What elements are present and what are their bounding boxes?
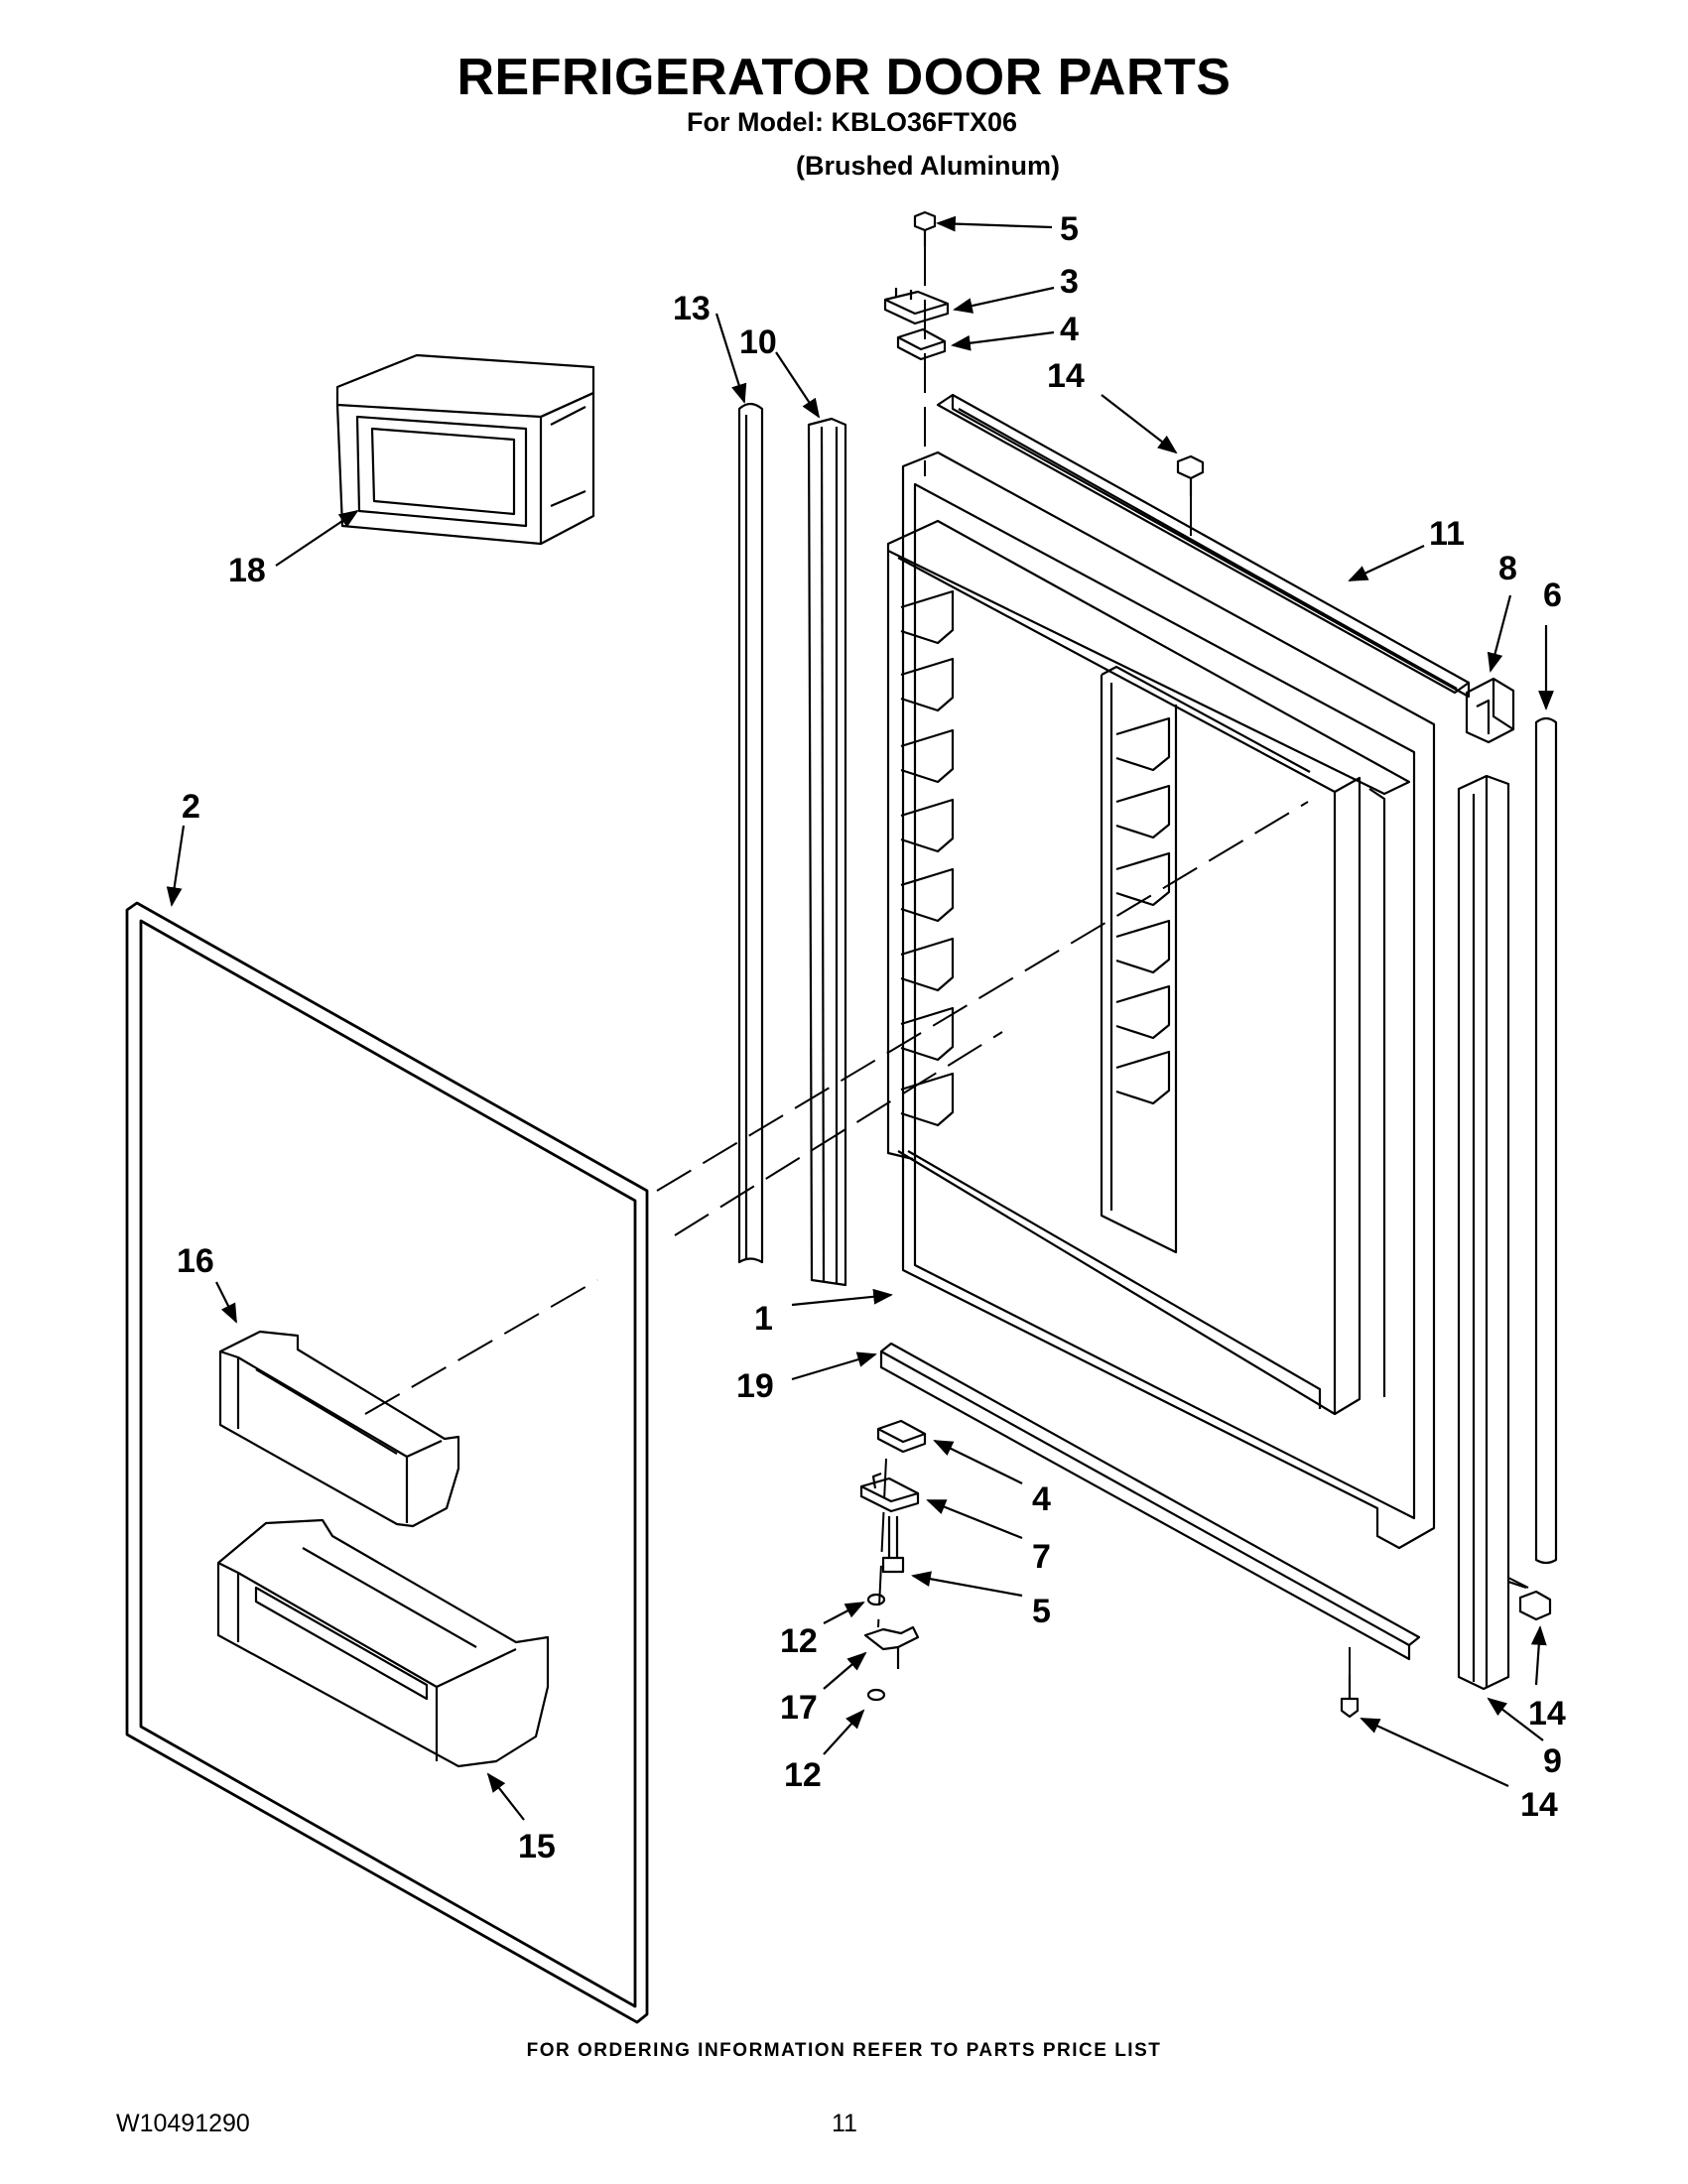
part-10-strip bbox=[807, 417, 847, 1287]
callout-14-bottom: 14 bbox=[1520, 1786, 1558, 1824]
part-8-hinge-cover bbox=[1465, 677, 1515, 744]
callout-19: 19 bbox=[736, 1367, 774, 1405]
part-2-door-panel bbox=[125, 901, 649, 2024]
callout-4-top: 4 bbox=[1060, 311, 1079, 348]
callout-3: 3 bbox=[1060, 263, 1079, 301]
callout-9: 9 bbox=[1543, 1742, 1562, 1780]
callout-18: 18 bbox=[228, 552, 266, 589]
callout-14-right: 14 bbox=[1528, 1695, 1566, 1733]
callout-1: 1 bbox=[754, 1300, 773, 1338]
callout-14-top: 14 bbox=[1047, 357, 1085, 395]
top-hinge-hardware bbox=[883, 210, 950, 361]
callout-5-bottom: 5 bbox=[1032, 1593, 1051, 1630]
part-1-door-liner bbox=[886, 450, 1436, 1550]
screw-14-right bbox=[1507, 1580, 1552, 1621]
door-shelf-brackets-left bbox=[900, 589, 955, 1127]
callout-12-bottom: 12 bbox=[784, 1756, 822, 1794]
part-18-bin bbox=[335, 353, 595, 546]
screw-14-bottom bbox=[1340, 1675, 1360, 1719]
callout-6: 6 bbox=[1543, 577, 1562, 614]
callout-8: 8 bbox=[1498, 550, 1517, 587]
page-title: REFRIGERATOR DOOR PARTS bbox=[456, 49, 1232, 106]
part-6-strip bbox=[1534, 716, 1558, 1565]
callout-10: 10 bbox=[739, 323, 777, 361]
part-13-strip bbox=[737, 402, 764, 1264]
callout-11: 11 bbox=[1429, 515, 1465, 553]
callout-7: 7 bbox=[1032, 1538, 1051, 1576]
part-15-large-bin bbox=[216, 1518, 550, 1768]
part-16-small-bin bbox=[218, 1330, 460, 1528]
callout-12-top: 12 bbox=[780, 1622, 818, 1660]
callout-leaders bbox=[166, 215, 1554, 1821]
document-number: W10491290 bbox=[116, 2110, 250, 2137]
callout-13: 13 bbox=[673, 290, 711, 327]
callout-16: 16 bbox=[177, 1242, 214, 1280]
bottom-hinge-hardware bbox=[859, 1419, 927, 1702]
screw-14-top bbox=[1176, 454, 1205, 496]
page-number: 11 bbox=[832, 2110, 857, 2137]
callout-4-bottom: 4 bbox=[1032, 1480, 1051, 1518]
callout-5-top: 5 bbox=[1060, 210, 1079, 248]
part-11-top-trim bbox=[936, 393, 1471, 699]
callout-2: 2 bbox=[182, 788, 200, 826]
part-19-bottom-trim bbox=[879, 1342, 1421, 1661]
callout-17: 17 bbox=[780, 1689, 818, 1727]
part-9-side-trim bbox=[1457, 774, 1510, 1691]
callout-labels: 5 3 4 14 13 10 18 11 8 6 2 16 1 19 4 7 5… bbox=[177, 210, 1566, 1865]
callout-15: 15 bbox=[518, 1828, 556, 1865]
alignment-lines bbox=[364, 246, 1529, 1677]
ordering-info-note: FOR ORDERING INFORMATION REFER TO PARTS … bbox=[526, 2040, 1162, 2061]
model-number: For Model: KBLO36FTX06 bbox=[687, 107, 1018, 137]
finish-label: (Brushed Aluminum) bbox=[796, 151, 1060, 181]
